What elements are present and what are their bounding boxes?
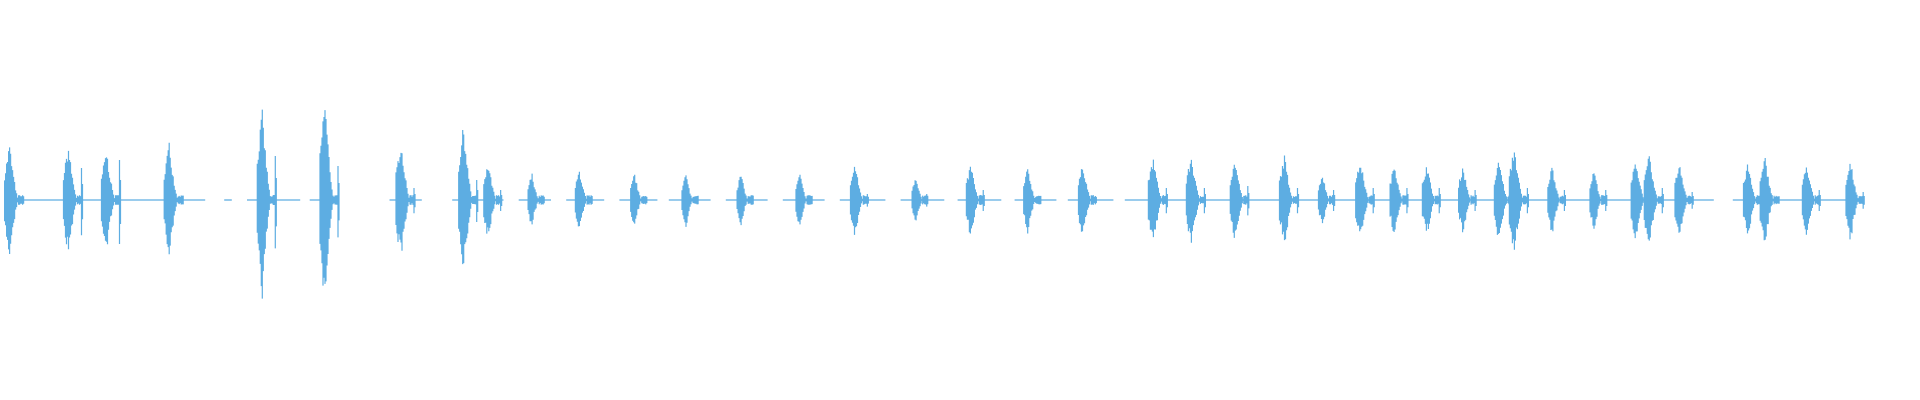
waveform-burst xyxy=(681,175,699,227)
waveform-burst xyxy=(1643,156,1664,241)
waveform-burst xyxy=(256,109,277,299)
waveform-burst xyxy=(736,176,754,226)
waveform-burst xyxy=(1742,164,1762,234)
waveform-burst xyxy=(1389,169,1409,232)
waveform-burst xyxy=(574,171,593,227)
waveform-burst xyxy=(1674,167,1694,233)
waveform-burst xyxy=(483,169,503,234)
waveform-burst xyxy=(1278,155,1300,241)
waveform-burst xyxy=(527,173,545,225)
waveform-burst xyxy=(1229,164,1250,238)
waveform-burst xyxy=(395,152,416,251)
waveform-burst xyxy=(62,150,84,250)
waveform-burst xyxy=(1547,167,1567,232)
waveform-burst xyxy=(163,142,184,255)
waveform-burst xyxy=(911,180,929,221)
waveform-burst xyxy=(1589,173,1608,229)
waveform-burst xyxy=(1458,168,1477,233)
waveform-burst xyxy=(795,174,813,225)
waveform-burst xyxy=(1077,169,1097,232)
waveform-burst xyxy=(1147,159,1168,238)
waveform-burst xyxy=(3,147,25,254)
waveform-burst xyxy=(1185,159,1206,243)
waveform-burst xyxy=(965,166,985,234)
waveform-burst xyxy=(100,157,122,245)
waveform-burst xyxy=(1421,167,1441,231)
waveform-burst xyxy=(1801,167,1821,235)
waveform-burst xyxy=(1023,169,1042,234)
waveform-burst xyxy=(319,110,340,286)
waveform-burst xyxy=(1508,152,1529,250)
waveform-burst xyxy=(1759,158,1780,241)
waveform-burst xyxy=(630,174,648,224)
waveform-burst xyxy=(1355,167,1375,232)
waveform-burst xyxy=(849,166,869,235)
waveform-burst xyxy=(458,130,479,265)
waveform-burst xyxy=(1845,163,1865,240)
waveform-burst xyxy=(1317,177,1336,224)
waveform-bursts xyxy=(3,109,1865,299)
